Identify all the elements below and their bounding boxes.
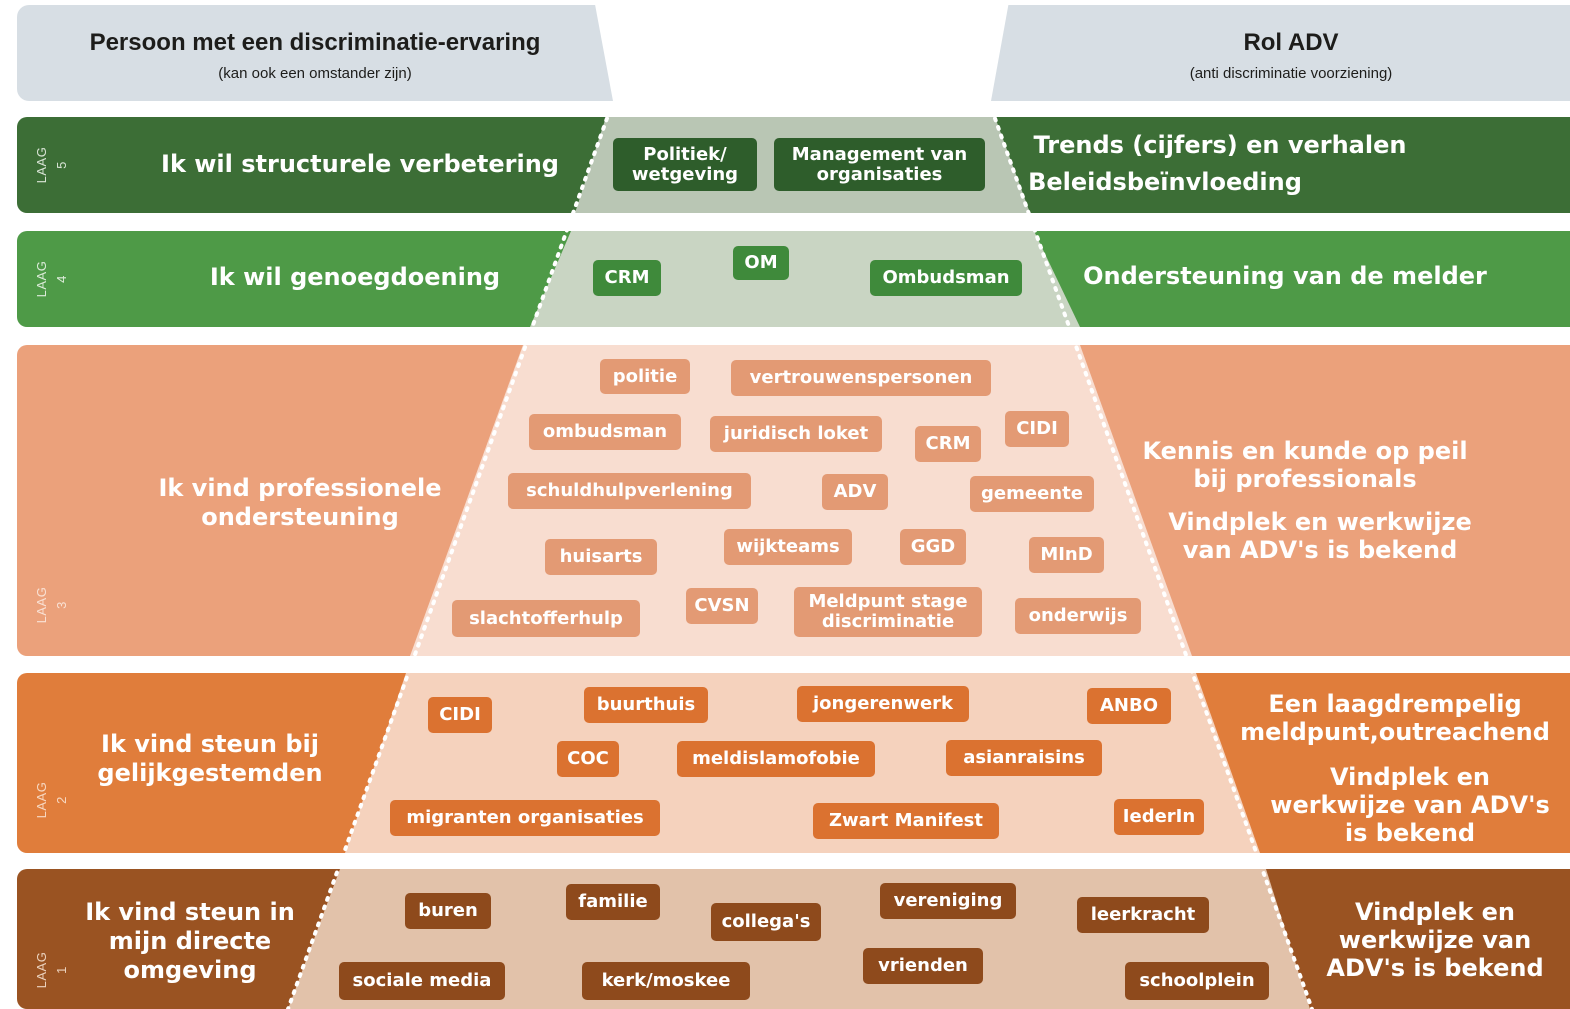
tag-buren: buren [405, 893, 491, 929]
tag-ombudsman-l4: Ombudsman [870, 260, 1022, 296]
tag-ggd: GGD [900, 529, 966, 565]
tag-schuldhulpverlening: schuldhulpverlening [508, 473, 751, 509]
layer-1-left-text: Ik vind steun in mijn directe omgeving [85, 898, 295, 984]
tag-migranten-organisaties: migranten organisaties [390, 800, 660, 836]
header-left-subtitle: (kan ook een omstander zijn) [218, 65, 412, 82]
tag-buurthuis: buurthuis [584, 687, 708, 723]
funnel-dotted-edge-right [990, 108, 1314, 1009]
tag-crm-l3: CRM [915, 426, 981, 462]
tag-cidi-l3: CIDI [1005, 411, 1069, 447]
tag-cvsn: CVSN [686, 588, 758, 624]
header-right-subtitle: (anti discriminatie voorziening) [1189, 65, 1393, 82]
layer-4-label: LAAG 4 [34, 260, 69, 298]
tag-om: OM [733, 246, 789, 280]
tag-vrienden: vrienden [863, 948, 983, 984]
layer-4-left-text: Ik wil genoegdoening [209, 263, 501, 291]
layer-2-right-text-1: Een laagdrempelig meldpunt,outreachend [1240, 690, 1550, 746]
tag-slachtofferhulp: slachtofferhulp [452, 600, 640, 637]
tag-cidi-l2: CIDI [428, 697, 492, 733]
layer-3-right-text-2: Vindplek en werkwijze van ADV's is beken… [1168, 508, 1472, 564]
layer-5-right-text-1: Trends (cijfers) en verhalen [1033, 131, 1407, 159]
header-left-title: Persoon met een discriminatie-ervaring [89, 29, 541, 56]
layer-3-right-text-1: Kennis en kunde op peil bij professional… [1142, 437, 1468, 493]
tag-juridisch-loket: juridisch loket [710, 416, 882, 452]
tag-mind: MInD [1029, 537, 1104, 573]
layer-2-label: LAAG 2 [34, 781, 69, 819]
tag-anbo: ANBO [1087, 688, 1171, 724]
tag-schoolplein: schoolplein [1125, 962, 1269, 1000]
layer-1-right-text: Vindplek en werkwijze van ADV's is beken… [1326, 898, 1544, 982]
header-left-banner: Persoon met een discriminatie-ervaring (… [17, 5, 613, 101]
tag-zwart-manifest: Zwart Manifest [813, 803, 999, 839]
tag-onderwijs: onderwijs [1015, 598, 1141, 634]
layer-5-right-text-2: Beleidsbeïnvloeding [1028, 168, 1302, 196]
header-right-banner: Rol ADV (anti discriminatie voorziening) [991, 5, 1570, 101]
tag-collegas: collega's [711, 903, 821, 941]
tag-vereniging: vereniging [880, 883, 1016, 919]
tag-management-van-organisaties: Management van organisaties [774, 138, 985, 191]
layer-4-right-text: Ondersteuning van de melder [1083, 262, 1487, 290]
tag-ombudsman-l3: ombudsman [529, 414, 681, 450]
tag-politiek-wetgeving: Politiek/ wetgeving [613, 138, 757, 191]
tag-adv: ADV [822, 474, 888, 510]
tag-meldislamofobie: meldislamofobie [677, 741, 875, 777]
tag-gemeente: gemeente [970, 476, 1094, 512]
header-right-title: Rol ADV [1243, 29, 1339, 56]
tag-sociale-media: sociale media [339, 962, 505, 1000]
layer-3-label: LAAG 3 [34, 586, 69, 624]
funnel-segment-4 [530, 231, 1080, 327]
layer-3-left-text: Ik vind professionele ondersteuning [158, 474, 442, 531]
tag-kerk-moskee: kerk/moskee [582, 962, 750, 1000]
layer-5-label: LAAG 5 [34, 146, 69, 184]
tag-huisarts: huisarts [545, 539, 657, 575]
tag-wijkteams: wijkteams [724, 529, 852, 565]
tag-vertrouwenspersonen: vertrouwenspersonen [731, 360, 991, 396]
tag-familie: familie [566, 884, 660, 920]
tag-leerkracht: leerkracht [1077, 897, 1209, 933]
tag-crm: CRM [593, 260, 661, 296]
layer-5-left-text: Ik wil structurele verbetering [161, 150, 559, 178]
tag-jongerenwerk: jongerenwerk [797, 686, 969, 722]
layer-2-left-text: Ik vind steun bij gelijkgestemden [97, 730, 323, 787]
layer-2-right-text-2: Vindplek en werkwijze van ADV's is beken… [1270, 763, 1550, 847]
funnel-dotted-edge-left [286, 108, 612, 1009]
layer-1-label: LAAG 1 [34, 951, 69, 989]
tag-iederin: IederIn [1114, 799, 1204, 835]
tag-coc: COC [557, 741, 619, 777]
tag-meldpunt-stage-discriminatie: Meldpunt stage discriminatie [794, 587, 982, 637]
tag-politie: politie [600, 359, 690, 394]
tag-asianraisins: asianraisins [946, 740, 1102, 776]
